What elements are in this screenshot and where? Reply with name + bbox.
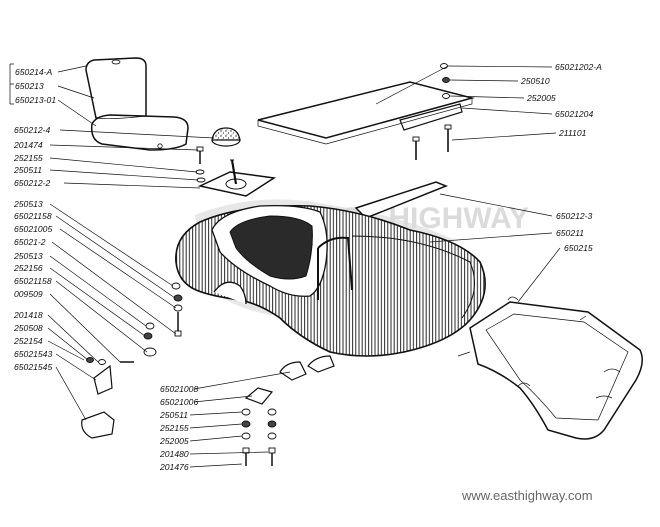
callout-label: 252154 (13, 336, 43, 346)
callout-label: 65021008 (160, 384, 198, 394)
callout-label: 65021545 (14, 362, 52, 372)
callout-label: 65021204 (555, 109, 593, 119)
callout-label: 65021158 (14, 211, 52, 221)
callout-label: 201418 (13, 310, 43, 320)
callout-label: 65021-2 (14, 237, 46, 247)
floor-mat (257, 81, 475, 145)
callout-label: 65021158 (14, 276, 52, 286)
callout-label: 252005 (526, 93, 556, 103)
callout-label: 250511 (13, 165, 42, 175)
callout-label: 252156 (13, 263, 43, 273)
seat-bolt-stack (195, 146, 206, 183)
callout-label: 250510 (520, 76, 550, 86)
seat-label-3: 650213-01 (15, 95, 56, 105)
car-body-shell (175, 204, 486, 357)
callout-label: 211101 (558, 128, 587, 138)
callout-label: 650212-4 (14, 125, 51, 135)
floor-pan (457, 296, 643, 440)
callout-label: 650212-2 (14, 178, 51, 188)
callout-label: 201476 (159, 462, 189, 472)
callout-label: 250511 (159, 410, 188, 420)
steering-mount-plate (197, 159, 277, 197)
callout-label: 65021006 (160, 397, 198, 407)
callout-label: 650212-3 (556, 211, 593, 221)
callout-label: 201480 (159, 449, 189, 459)
left-fastener-column (81, 282, 183, 439)
callout-label: 250513 (13, 199, 43, 209)
callout-label: 201474 (13, 140, 43, 150)
callout-label: 65021202-A (555, 62, 602, 72)
callout-label: 252005 (159, 436, 189, 446)
steering-boot (211, 127, 241, 147)
callout-label: 650215 (564, 243, 593, 253)
callout-label: 65021005 (14, 224, 52, 234)
callout-label: 250508 (13, 323, 43, 333)
callout-label: 252155 (13, 153, 43, 163)
callout-label: 65021543 (14, 349, 52, 359)
leader-lines (9, 63, 561, 468)
callout-label: 009509 (14, 289, 43, 299)
seat-label-2: 650213 (15, 81, 44, 91)
seat-cushion (85, 57, 189, 151)
callout-label: 650211 (556, 228, 584, 238)
bottom-fastener-column (241, 355, 335, 466)
seat-label-1: 650214-A (15, 67, 53, 77)
callout-label: 252155 (159, 423, 189, 433)
watermark-url: www.easthighway.com (461, 488, 593, 503)
callout-label: 250513 (13, 251, 43, 261)
part-number-labels: 650214-A 650213 650213-01 650212-4 20147… (13, 62, 602, 472)
